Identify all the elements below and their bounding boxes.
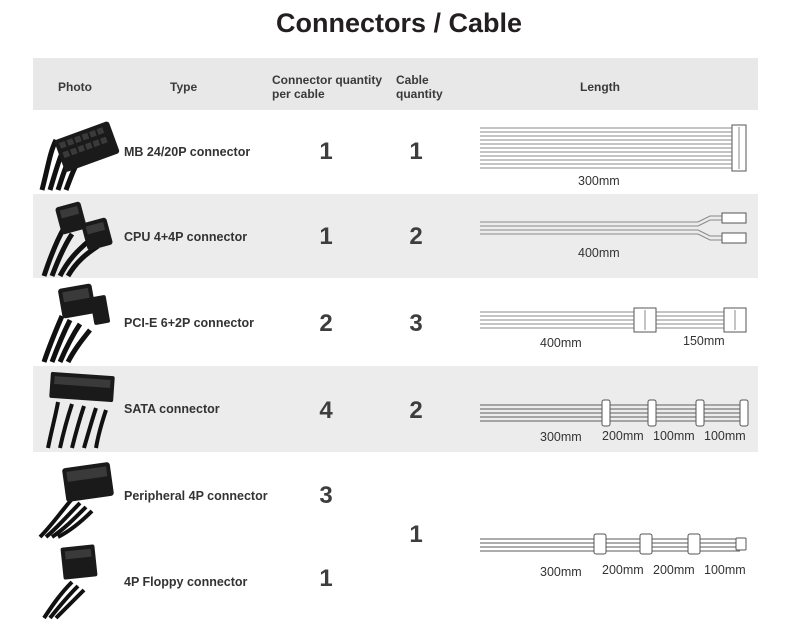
mb-24p-connector-photo xyxy=(39,121,120,191)
length-label: 300mm xyxy=(540,430,582,444)
length-label: 300mm xyxy=(578,174,620,188)
length-label: 400mm xyxy=(540,336,582,350)
sata-connector-photo xyxy=(46,371,115,449)
length-label: 200mm xyxy=(602,563,644,577)
cpu-4p-connector-photo xyxy=(41,201,113,278)
row-band-cpu xyxy=(33,194,758,278)
row-connector-qty-pcie: 2 xyxy=(319,310,333,337)
length-label: 400mm xyxy=(578,246,620,260)
length-label: 300mm xyxy=(540,565,582,579)
header-photo: Photo xyxy=(58,80,92,94)
pcie-connector-photo xyxy=(41,283,110,364)
row-type-floppy: 4P Floppy connector xyxy=(124,575,248,589)
length-label: 200mm xyxy=(653,563,695,577)
row-type-pcie: PCI-E 6+2P connector xyxy=(124,316,255,330)
row-cable-qty-pcie: 3 xyxy=(409,310,423,337)
length-label: 100mm xyxy=(653,429,695,443)
row-cable-qty-peripheral: 1 xyxy=(409,521,423,548)
length-label: 100mm xyxy=(704,429,746,443)
sata-cable-diagram xyxy=(480,399,749,427)
header-length: Length xyxy=(580,80,620,94)
pcie-cable-diagram xyxy=(480,307,747,333)
row-connector-qty-mb: 1 xyxy=(319,138,333,165)
header-cable-qty: Cable quantity xyxy=(396,73,443,101)
mb-cable-diagram xyxy=(480,124,747,172)
floppy-4p-connector-photo xyxy=(42,544,98,620)
length-label: 150mm xyxy=(683,334,725,348)
row-type-mb: MB 24/20P connector xyxy=(124,145,251,159)
row-connector-qty-sata: 4 xyxy=(319,397,333,424)
header-cable-qty-line2: quantity xyxy=(396,87,443,101)
length-label: 200mm xyxy=(602,429,644,443)
row-connector-qty-floppy: 1 xyxy=(319,565,333,592)
peripheral-cable-diagram xyxy=(480,533,747,555)
row-connector-qty-cpu: 1 xyxy=(319,223,333,250)
row-connector-qty-peripheral: 3 xyxy=(319,482,333,509)
header-type: Type xyxy=(170,80,198,94)
row-type-peripheral: Peripheral 4P connector xyxy=(124,489,268,503)
table-header xyxy=(33,58,758,110)
row-type-sata: SATA connector xyxy=(124,402,220,416)
row-cable-qty-cpu: 2 xyxy=(409,223,423,250)
header-cable-qty-line1: Cable xyxy=(396,73,429,87)
peripheral-4p-connector-photo xyxy=(38,462,114,539)
length-label: 100mm xyxy=(704,563,746,577)
header-connector-qty: Connector quantity per cable xyxy=(272,73,382,101)
row-cable-qty-sata: 2 xyxy=(409,397,423,424)
row-cable-qty-mb: 1 xyxy=(409,138,423,165)
page-title: Connectors / Cable xyxy=(275,8,523,38)
cpu-cable-diagram xyxy=(480,212,747,244)
header-connector-qty-line2: per cable xyxy=(272,87,325,101)
row-type-cpu: CPU 4+4P connector xyxy=(124,230,248,244)
header-connector-qty-line1: Connector quantity xyxy=(272,73,382,87)
